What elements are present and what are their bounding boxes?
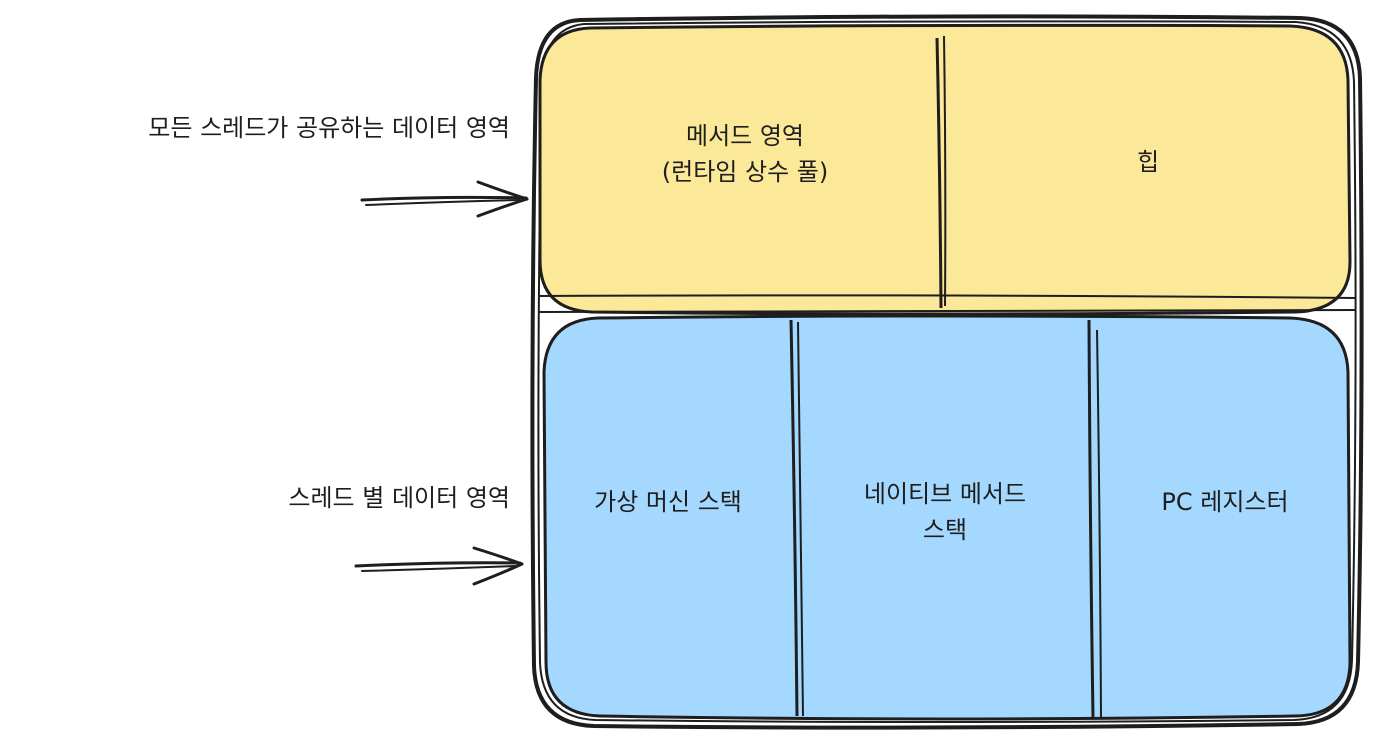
thread-area-divider-2 bbox=[1087, 319, 1095, 719]
thread-area-divider-2-sketch bbox=[1096, 329, 1102, 719]
thread-area-box bbox=[542, 314, 1352, 721]
outer-container-sketch bbox=[537, 20, 1357, 723]
method-area-title: 메서드 영역 bbox=[685, 122, 805, 150]
outer-container bbox=[530, 14, 1364, 730]
method-area-subtitle: (런타임 상수 풀) bbox=[661, 158, 829, 186]
native-method-stack-label: 네이티브 메서드 스택 bbox=[802, 476, 1088, 548]
arrow-shared bbox=[360, 180, 529, 218]
native-method-stack-line1: 네이티브 메서드 bbox=[863, 480, 1027, 508]
thread-area-side-label: 스레드 별 데이터 영역 bbox=[288, 484, 510, 512]
pc-register-label: PC 레지스터 bbox=[1161, 488, 1289, 516]
shared-area-divider-sketch bbox=[943, 35, 947, 307]
thread-area-divider-1-sketch bbox=[797, 321, 804, 717]
shared-area-side-label: 모든 스레드가 공유하는 데이터 영역 bbox=[148, 114, 510, 142]
area-separator-top bbox=[537, 294, 1357, 299]
vm-stack-label: 가상 머신 스택 bbox=[594, 488, 742, 516]
native-method-stack-line2: 스택 bbox=[922, 516, 968, 544]
shared-area-divider bbox=[935, 37, 943, 309]
thread-area-divider-1 bbox=[789, 319, 799, 717]
heap-label: 힙 bbox=[1136, 148, 1160, 176]
method-area-label: 메서드 영역 (런타임 상수 풀) bbox=[560, 118, 930, 190]
arrow-thread bbox=[354, 546, 524, 586]
area-separator-bottom bbox=[537, 309, 1357, 313]
